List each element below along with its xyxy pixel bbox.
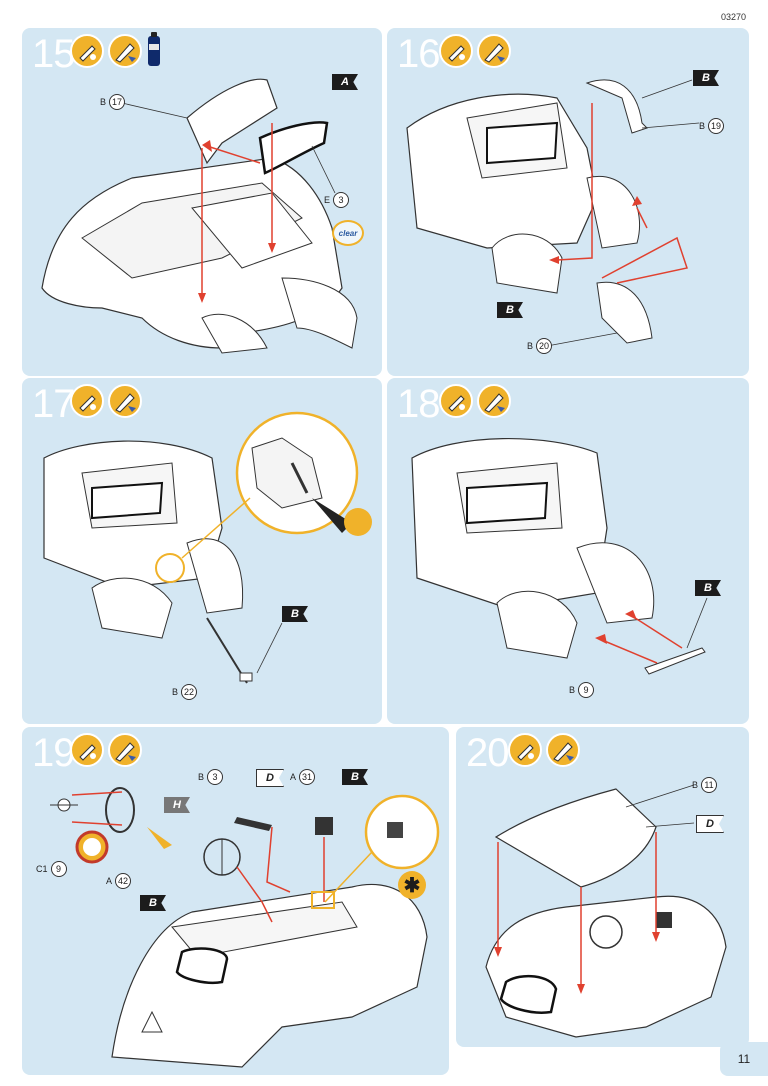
part-sprue: A [106,876,113,886]
part-number: 19 [708,118,725,134]
paintbrush-icon [108,733,142,767]
glue-icon [344,508,372,536]
part-number: 11 [701,777,718,793]
glue-icon [70,34,104,68]
step-number: 16 [397,32,440,76]
step-18-drawing [411,438,708,675]
step-15-drawing [41,78,358,354]
paintbrush-icon [477,34,511,68]
step-icons [70,384,142,418]
part-number: 3 [207,769,224,785]
part-number: 20 [536,338,553,354]
part-number: 42 [115,873,132,889]
part-number: 9 [50,861,67,877]
glue-icon [439,34,473,68]
paintbrush-icon [477,384,511,418]
glue-icon [70,733,104,767]
step-19-drawing [50,787,440,1068]
step-number: 20 [466,731,509,775]
step-16-drawing [406,79,700,347]
part-sprue: A [290,772,297,782]
step-icons [70,733,142,767]
part-sprue: B [699,121,706,131]
page-number: 11 [720,1042,768,1076]
decal-flag: B [282,606,308,622]
part-sprue: B [100,97,107,107]
step-number: 18 [397,382,440,426]
glue-icon [70,384,104,418]
paintbrush-icon [546,733,580,767]
part-sprue: B [198,772,205,782]
decal-flag: B [342,769,368,785]
decal-flag: B [695,580,721,596]
step-icons [439,384,511,418]
part-sprue: B [527,341,534,351]
part-number: 22 [181,684,198,700]
asterisk-icon: ✱ [398,871,426,899]
decal-flag: B [140,895,166,911]
part-number: 31 [299,769,316,785]
step-17-drawing [43,411,359,684]
step-number: 17 [32,382,75,426]
part-number: 17 [109,94,126,110]
part-number: 3 [333,192,350,208]
part-sprue: C1 [36,864,48,874]
decal-flag: B [497,302,523,318]
document-code: 03270 [720,12,746,22]
part-number: 9 [578,682,595,698]
step-icons [508,733,580,767]
decal-flag: B [693,70,719,86]
part-sprue: E [324,195,331,205]
step-20-drawing [485,784,727,1038]
decal-flag: A [332,74,358,90]
step-icons [70,32,160,68]
step-number: 19 [32,731,75,775]
step-icons [439,34,511,68]
part-sprue: B [692,780,699,790]
part-sprue: B [172,687,179,697]
paintbrush-icon [108,384,142,418]
decal-flag: H [164,797,190,813]
glue-icon [508,733,542,767]
clear-paint-badge: clear [332,220,364,246]
paint-bottle-icon [148,32,160,66]
glue-icon [439,384,473,418]
part-sprue: B [569,685,576,695]
step-number: 15 [32,32,75,76]
paintbrush-icon [108,34,142,68]
